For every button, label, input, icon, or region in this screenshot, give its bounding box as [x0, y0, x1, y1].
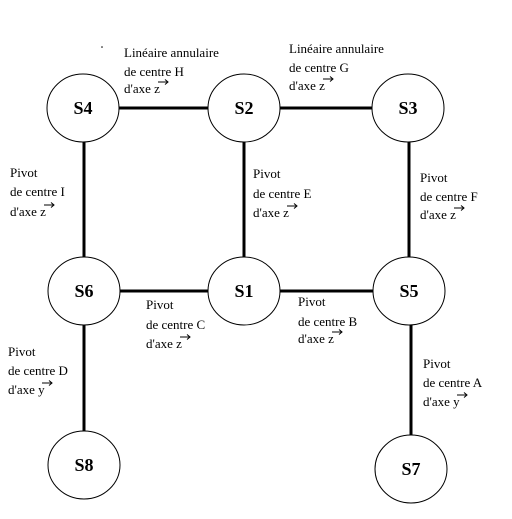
solid-label-s2: S2 — [234, 98, 253, 118]
solid-label-s8: S8 — [74, 455, 93, 475]
link-axe-s3-s5: d'axe z — [420, 207, 456, 222]
solid-label-s7: S7 — [401, 459, 420, 479]
link-centre-s1-s5: de centre B — [298, 314, 358, 329]
link-axe-var-s1-s5: z — [328, 331, 334, 346]
solid-node-s5: S5 — [372, 256, 446, 326]
vector-arrow-icon — [332, 329, 343, 335]
link-annotation-s4-s2: Linéaire annulaire de centre H d'axe z — [124, 45, 219, 96]
link-axe-prefix-s2-s1: d'axe — [253, 205, 280, 220]
solid-node-s6: S6 — [47, 256, 121, 326]
solid-node-s4-ellipse — [46, 73, 120, 143]
solid-label-s4: S4 — [73, 98, 92, 118]
link-centre-s3-s5: de centre F — [420, 189, 478, 204]
vector-arrow-icon — [44, 202, 55, 208]
link-axe-s4-s2: d'axe z — [124, 81, 160, 96]
link-centre-s6-s1: de centre C — [146, 317, 205, 332]
link-axe-s1-s5: d'axe z — [298, 331, 334, 346]
link-annotation-s2-s3: Linéaire annulaire de centre G d'axe z — [289, 41, 384, 93]
link-centre-s4-s2: de centre H — [124, 64, 184, 79]
link-annotation-s4-s6: Pivot de centre I d'axe z — [10, 165, 65, 219]
link-axe-s5-s7: d'axe y — [423, 394, 460, 409]
solid-node-s7: S7 — [374, 434, 448, 504]
link-type-s6-s8: Pivot — [8, 344, 36, 359]
solid-node-s8: S8 — [47, 430, 121, 500]
solid-label-s3: S3 — [398, 98, 417, 118]
solid-node-s8-ellipse — [47, 430, 121, 500]
link-axe-s6-s8: d'axe y — [8, 382, 45, 397]
link-axe-var-s4-s6: z — [40, 204, 46, 219]
vector-arrow-icon — [287, 203, 298, 209]
link-axe-s2-s1: d'axe z — [253, 205, 289, 220]
solid-nodes: S4 S2 S3 S6 S1 S5 S8 S7 — [46, 73, 448, 504]
vector-arrow-icon — [42, 380, 53, 386]
solid-node-s4: S4 — [46, 73, 120, 143]
solid-node-s3: S3 — [371, 73, 445, 143]
link-axe-prefix-s1-s5: d'axe — [298, 331, 325, 346]
link-axe-prefix-s6-s1: d'axe — [146, 336, 173, 351]
stray-dot — [101, 46, 103, 48]
link-centre-s2-s3: de centre G — [289, 60, 349, 75]
link-type-s3-s5: Pivot — [420, 170, 448, 185]
link-axe-prefix-s5-s7: d'axe — [423, 394, 450, 409]
link-annotation-s6-s1: Pivot de centre C d'axe z — [146, 297, 205, 351]
link-axe-var-s4-s2: z — [154, 81, 160, 96]
link-axe-prefix-s2-s3: d'axe — [289, 78, 316, 93]
solid-node-s3-ellipse — [371, 73, 445, 143]
link-centre-s6-s8: de centre D — [8, 363, 68, 378]
link-type-s1-s5: Pivot — [298, 294, 326, 309]
link-annotation-s3-s5: Pivot de centre F d'axe z — [420, 170, 478, 222]
link-axe-var-s2-s1: z — [283, 205, 289, 220]
link-annotation-s6-s8: Pivot de centre D d'axe y — [8, 344, 68, 397]
link-annotation-s5-s7: Pivot de centre A d'axe y — [423, 356, 483, 409]
link-annotation-s2-s1: Pivot de centre E d'axe z — [253, 166, 312, 220]
link-lines — [82, 106, 413, 436]
link-axe-prefix-s4-s2: d'axe — [124, 81, 151, 96]
vector-arrow-icon — [454, 205, 465, 211]
vector-arrow-icon — [158, 79, 169, 85]
link-type-s6-s1: Pivot — [146, 297, 174, 312]
solid-node-s2: S2 — [207, 73, 281, 143]
vector-arrow-icon — [457, 392, 468, 398]
link-axe-var-s5-s7: y — [453, 394, 460, 409]
solid-node-s2-ellipse — [207, 73, 281, 143]
link-axe-s4-s6: d'axe z — [10, 204, 46, 219]
link-axe-prefix-s4-s6: d'axe — [10, 204, 37, 219]
link-axe-var-s2-s3: z — [319, 78, 325, 93]
link-axe-prefix-s6-s8: d'axe — [8, 382, 35, 397]
solid-node-s5-ellipse — [372, 256, 446, 326]
link-centre-s2-s1: de centre E — [253, 186, 312, 201]
solid-label-s1: S1 — [234, 281, 253, 301]
link-axe-var-s3-s5: z — [450, 207, 456, 222]
vector-arrow-icon — [323, 76, 334, 82]
link-centre-s5-s7: de centre A — [423, 375, 483, 390]
link-axe-var-s6-s8: y — [38, 382, 45, 397]
link-centre-s4-s6: de centre I — [10, 184, 65, 199]
link-axe-s6-s1: d'axe z — [146, 336, 182, 351]
solid-node-s6-ellipse — [47, 256, 121, 326]
link-axe-s2-s3: d'axe z — [289, 78, 325, 93]
vector-arrow-icon — [180, 334, 191, 340]
link-axe-prefix-s3-s5: d'axe — [420, 207, 447, 222]
link-type-s4-s6: Pivot — [10, 165, 38, 180]
solid-node-s7-ellipse — [374, 434, 448, 504]
solid-label-s5: S5 — [399, 281, 418, 301]
link-type-s2-s3: Linéaire annulaire — [289, 41, 384, 56]
link-annotation-s1-s5: Pivot de centre B d'axe z — [298, 294, 358, 346]
solid-label-s6: S6 — [74, 281, 93, 301]
link-type-s5-s7: Pivot — [423, 356, 451, 371]
solid-node-s1: S1 — [207, 256, 281, 326]
link-type-s4-s2: Linéaire annulaire — [124, 45, 219, 60]
solid-node-s1-ellipse — [207, 256, 281, 326]
link-type-s2-s1: Pivot — [253, 166, 281, 181]
link-axe-var-s6-s1: z — [176, 336, 182, 351]
